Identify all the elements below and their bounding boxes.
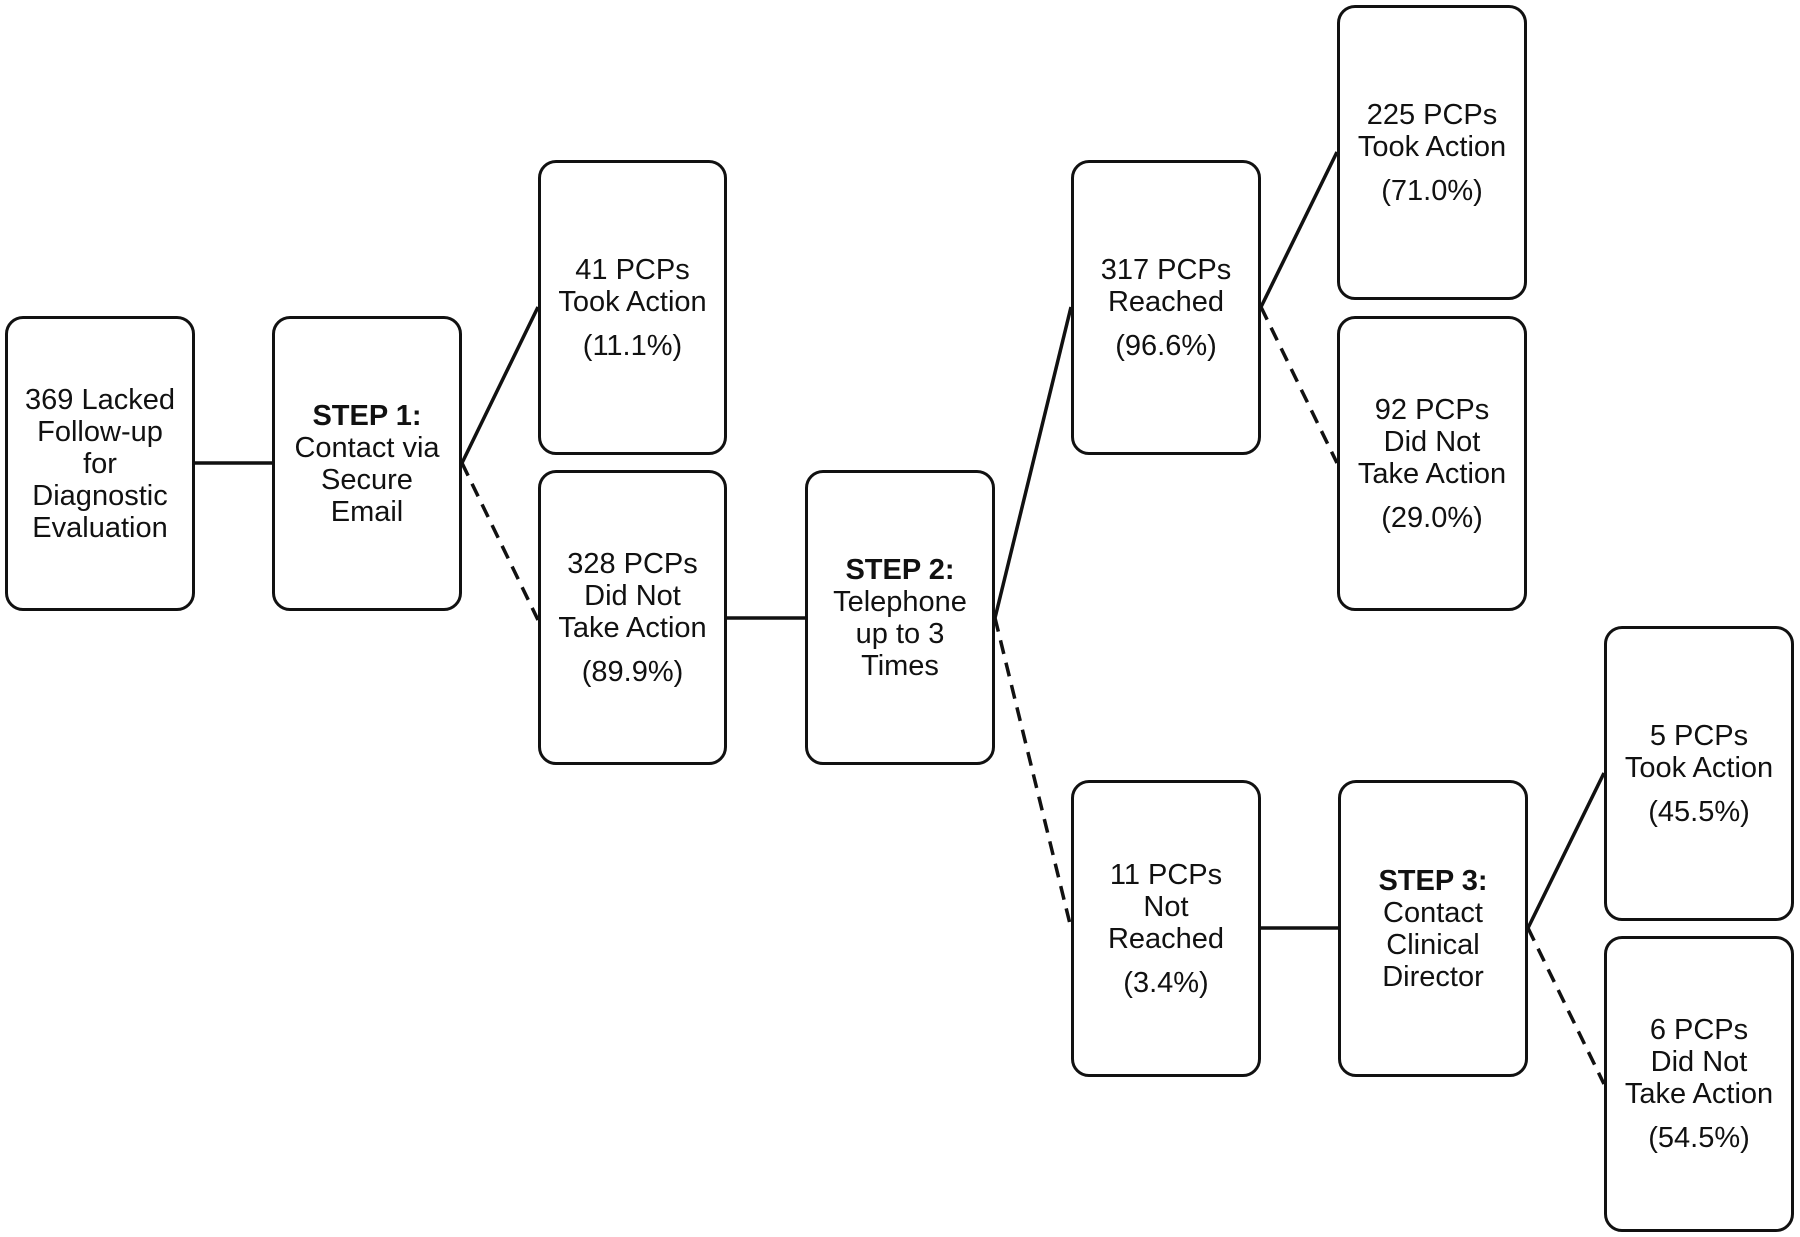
step2-line-2: up to 3 xyxy=(855,617,945,650)
reached-no-action-node: 92 PCPs Did Not Take Action (29.0%) xyxy=(1337,316,1527,611)
s1-not-line-2: Did Not xyxy=(584,579,681,612)
connector-step1-not xyxy=(460,462,540,621)
step3-node: STEP 3: Contact Clinical Director xyxy=(1338,780,1528,1077)
step3-line-2: Clinical xyxy=(1386,928,1480,961)
step1-node: STEP 1: Contact via Secure Email xyxy=(272,316,462,611)
not-reached-line-2: Not xyxy=(1143,890,1189,923)
step3-line-1: Contact xyxy=(1383,896,1483,929)
connector-step2-notreached xyxy=(993,617,1073,929)
connector-step1-took xyxy=(460,306,540,464)
start-line-1: 369 Lacked xyxy=(25,383,175,416)
step2-reached-node: 317 PCPs Reached (96.6%) xyxy=(1071,160,1261,455)
start-line-3: for xyxy=(83,447,117,480)
s1-took-percent: (11.1%) xyxy=(582,329,683,362)
connector-step2-reached xyxy=(993,306,1073,619)
step2-node: STEP 2: Telephone up to 3 Times xyxy=(805,470,995,765)
step3-title: STEP 3: xyxy=(1378,864,1488,897)
s3-not-line-3: Take Action xyxy=(1624,1078,1774,1110)
s3-took-percent: (45.5%) xyxy=(1648,795,1750,828)
reached-line-2: Reached xyxy=(1107,285,1225,318)
r-not-line-1: 92 PCPs xyxy=(1374,393,1490,426)
step1-line-2: Secure xyxy=(321,463,413,496)
step1-took-action-node: 41 PCPs Took Action (11.1%) xyxy=(538,160,727,455)
start-line-5: Evaluation xyxy=(32,511,168,544)
s3-not-line-2: Did Not xyxy=(1650,1046,1748,1078)
connector-step3-not xyxy=(1526,927,1606,1085)
step1-line-1: Contact via xyxy=(294,431,440,464)
s1-not-line-1: 328 PCPs xyxy=(567,547,698,580)
reached-took-action-node: 225 PCPs Took Action (71.0%) xyxy=(1337,5,1527,300)
r-not-line-2: Did Not xyxy=(1383,425,1481,458)
start-line-4: Diagnostic xyxy=(32,479,168,512)
s3-not-percent: (54.5%) xyxy=(1648,1122,1750,1154)
r-took-line-2: Took Action xyxy=(1357,130,1507,163)
s1-not-line-3: Take Action xyxy=(558,611,707,644)
step1-line-3: Email xyxy=(330,495,404,528)
step2-not-reached-node: 11 PCPs Not Reached (3.4%) xyxy=(1071,780,1261,1077)
step3-line-3: Director xyxy=(1382,960,1484,993)
s1-not-percent: (89.9%) xyxy=(581,655,684,688)
start-node: 369 Lacked Follow-up for Diagnostic Eval… xyxy=(5,316,195,611)
reached-percent: (96.6%) xyxy=(1115,329,1217,362)
step1-no-action-node: 328 PCPs Did Not Take Action (89.9%) xyxy=(538,470,727,765)
r-not-line-3: Take Action xyxy=(1357,457,1507,490)
not-reached-percent: (3.4%) xyxy=(1123,966,1209,999)
s3-not-line-1: 6 PCPs xyxy=(1649,1014,1749,1046)
start-line-2: Follow-up xyxy=(37,415,163,448)
r-took-line-1: 225 PCPs xyxy=(1366,98,1498,131)
r-took-percent: (71.0%) xyxy=(1381,174,1483,207)
step3-took-action-node: 5 PCPs Took Action (45.5%) xyxy=(1604,626,1794,921)
step3-no-action-node: 6 PCPs Did Not Take Action (54.5%) xyxy=(1604,936,1794,1232)
s1-took-line-1: 41 PCPs xyxy=(575,253,690,286)
not-reached-line-3: Reached xyxy=(1107,922,1225,955)
not-reached-line-1: 11 PCPs xyxy=(1109,858,1223,891)
connector-reached-not xyxy=(1259,306,1339,464)
step2-title: STEP 2: xyxy=(845,553,955,586)
step1-title: STEP 1: xyxy=(312,399,422,432)
reached-line-1: 317 PCPs xyxy=(1100,253,1232,286)
connector-reached-took xyxy=(1259,151,1339,308)
r-not-percent: (29.0%) xyxy=(1381,501,1483,534)
step2-line-1: Telephone xyxy=(833,585,967,618)
s1-took-line-2: Took Action xyxy=(558,285,707,318)
connector-step3-took xyxy=(1526,772,1606,929)
s3-took-line-1: 5 PCPs xyxy=(1649,719,1749,752)
step2-line-3: Times xyxy=(861,649,939,682)
s3-took-line-2: Took Action xyxy=(1624,751,1774,784)
